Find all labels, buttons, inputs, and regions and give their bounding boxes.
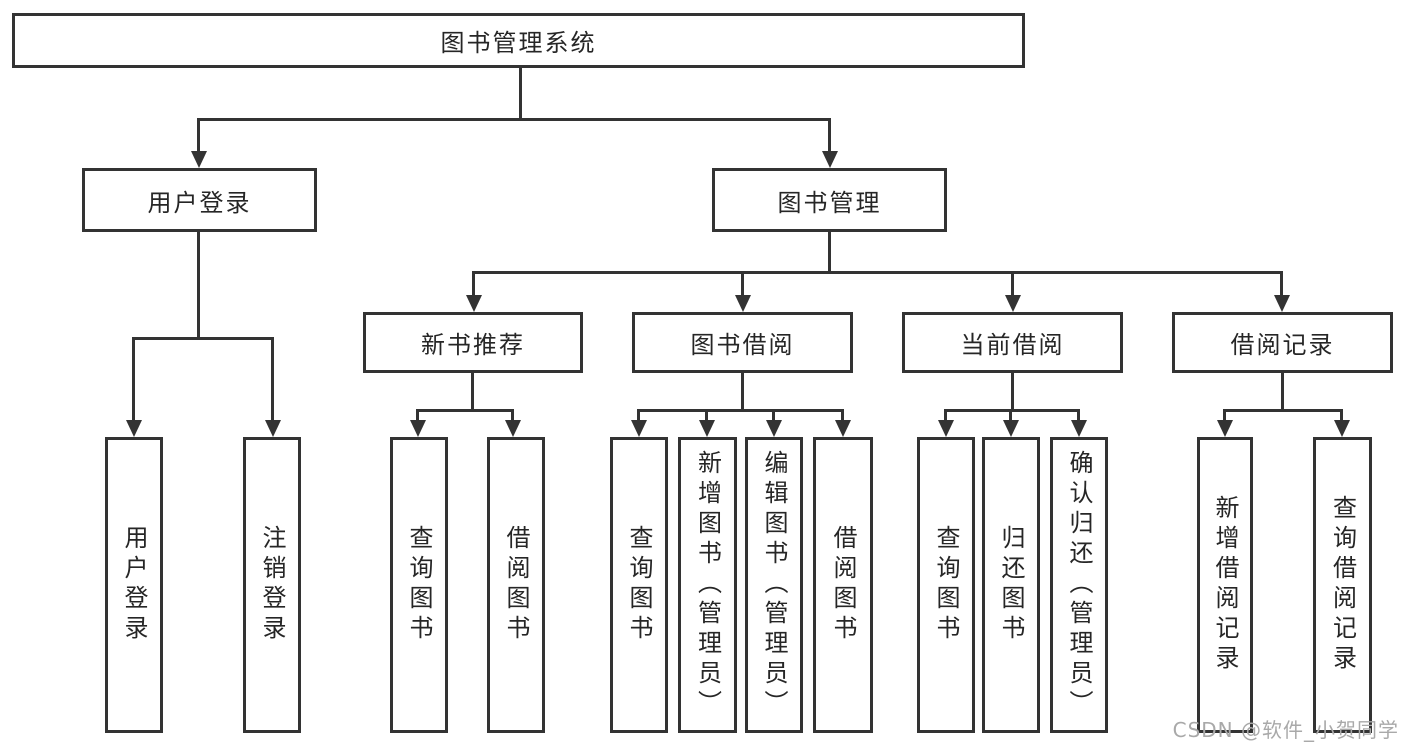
node-leaf-cb-query: 查询图书 [917,437,975,733]
arrow-to-leaf-cb-return-icon [1009,409,1012,420]
connector-user-login-bar [132,337,273,340]
node-leaf-user-login-label: 用户登录 [120,525,148,645]
arrow-to-book-borrow-icon [741,271,744,295]
arrow-to-leaf-cb-confirm-icon [1077,409,1080,420]
node-root: 图书管理系统 [12,13,1025,68]
connector-borrow-record-bar [1223,409,1343,412]
node-new-book-rec: 新书推荐 [363,312,583,373]
node-leaf-bb-borrow: 借阅图书 [813,437,873,733]
connector-user-login-stem [197,232,200,337]
node-leaf-bb-query: 查询图书 [610,437,668,733]
node-leaf-user-login: 用户登录 [105,437,163,733]
node-leaf-cb-return: 归还图书 [982,437,1040,733]
node-leaf-nb-borrow-label: 借阅图书 [502,525,530,645]
node-borrow-record-label: 借阅记录 [1230,331,1335,359]
arrow-to-leaf-bb-query-icon [637,409,640,420]
node-leaf-bb-borrow-label: 借阅图书 [829,525,857,645]
node-leaf-bb-edit: 编辑图书（管理员） [745,437,803,733]
node-user-login-label: 用户登录 [147,188,252,217]
arrow-to-leaf-cb-query-icon [944,409,947,420]
arrow-to-current-borrow-icon [1011,271,1014,295]
node-leaf-logout: 注销登录 [243,437,301,733]
node-leaf-br-add: 新增借阅记录 [1197,437,1253,733]
arrow-to-leaf-nb-borrow-icon [511,409,514,420]
node-book-borrow-label: 图书借阅 [690,331,795,359]
node-leaf-nb-query-label: 查询图书 [405,525,433,645]
node-book-borrow: 图书借阅 [632,312,853,373]
connector-book-mgmt-stem [828,232,831,271]
arrow-to-leaf-logout-icon [271,337,274,420]
arrow-to-leaf-br-query-icon [1340,409,1343,420]
arrow-to-leaf-br-add-icon [1223,409,1226,420]
node-leaf-nb-borrow: 借阅图书 [487,437,545,733]
node-leaf-bb-add-label: 新增图书（管理员） [693,450,722,720]
node-leaf-br-query: 查询借阅记录 [1313,437,1372,733]
arrow-to-leaf-bb-borrow-icon [841,409,844,420]
connector-new-book-rec-stem [471,373,474,409]
arrow-to-book-mgmt-icon [828,118,831,151]
arrow-to-leaf-bb-edit-icon [772,409,775,420]
connector-current-borrow-stem [1011,373,1014,409]
node-leaf-br-add-label: 新增借阅记录 [1211,495,1239,675]
connector-new-book-rec-bar [416,409,514,412]
connector-book-borrow-bar [637,409,843,412]
node-root-label: 图书管理系统 [440,29,597,57]
connector-borrow-record-stem [1281,373,1284,409]
node-book-mgmt: 图书管理 [712,168,947,232]
connector-book-borrow-stem [741,373,744,409]
arrow-to-leaf-bb-add-icon [705,409,708,420]
node-new-book-rec-label: 新书推荐 [421,331,525,359]
connector-book-mgmt-bar [472,271,1282,274]
node-leaf-bb-edit-label: 编辑图书（管理员） [760,450,788,720]
node-leaf-bb-query-label: 查询图书 [625,525,653,645]
node-user-login: 用户登录 [82,168,317,232]
connector-root-bar [197,118,831,121]
node-leaf-bb-add: 新增图书（管理员） [678,437,737,733]
arrow-to-user-login-icon [197,118,200,151]
node-leaf-cb-query-label: 查询图书 [932,525,960,645]
csdn-watermark: CSDN @软件_小贺同学 [1172,718,1399,742]
arrow-to-leaf-nb-query-icon [416,409,419,420]
node-leaf-logout-label: 注销登录 [258,525,286,645]
node-leaf-br-query-label: 查询借阅记录 [1328,495,1357,675]
arrow-to-new-book-rec-icon [472,271,475,295]
connector-root-stem [519,68,522,118]
node-book-mgmt-label: 图书管理 [777,188,882,217]
node-leaf-cb-confirm: 确认归还（管理员） [1050,437,1108,733]
node-current-borrow: 当前借阅 [902,312,1123,373]
arrow-to-borrow-record-icon [1280,271,1283,295]
node-leaf-nb-query: 查询图书 [390,437,448,733]
node-leaf-cb-confirm-label: 确认归还（管理员） [1065,450,1093,720]
node-leaf-cb-return-label: 归还图书 [997,525,1025,645]
node-current-borrow-label: 当前借阅 [960,331,1065,359]
arrow-to-leaf-user-login-icon [132,337,135,420]
node-borrow-record: 借阅记录 [1172,312,1393,373]
